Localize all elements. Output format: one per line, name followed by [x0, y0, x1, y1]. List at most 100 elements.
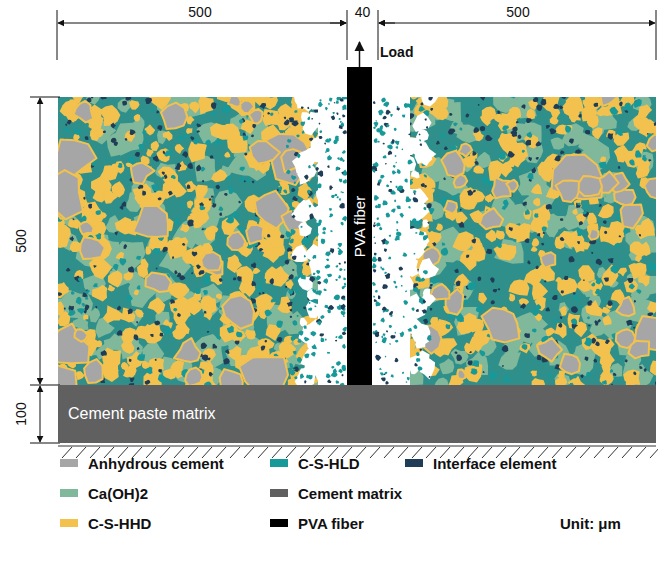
csh-ld [382, 307, 387, 312]
csh-ld [74, 129, 81, 135]
interface-element [502, 365, 504, 367]
interface-element [595, 342, 600, 347]
csh-ld [502, 125, 509, 130]
csh-ld [395, 340, 399, 343]
csh-ld [308, 307, 312, 310]
interface-element [464, 296, 467, 299]
interface-element [465, 114, 469, 118]
csh-ld [68, 309, 76, 316]
interface-element [560, 237, 565, 241]
csh-hd [221, 124, 240, 141]
csh-hd [533, 198, 540, 207]
csh-ld [525, 209, 530, 215]
interface-element [265, 340, 268, 342]
csh-hd [532, 378, 545, 385]
interface-element [277, 337, 282, 342]
csh-hd [559, 231, 577, 249]
csh-ld [288, 274, 293, 280]
csh-hd [464, 343, 476, 355]
csh-ld [416, 352, 420, 356]
interface-element [486, 249, 492, 254]
interface-element [175, 165, 181, 170]
interface-element [251, 135, 254, 138]
interface-element [580, 374, 583, 378]
anhydrous-cement [220, 369, 243, 385]
csh-hd [598, 204, 614, 218]
csh-hd [264, 229, 284, 248]
csh-hd [243, 281, 256, 297]
csh-ld [327, 155, 332, 160]
interface-element [560, 316, 563, 319]
interface-element [485, 135, 492, 141]
csh-ld [622, 262, 626, 266]
csh-hd [228, 255, 240, 267]
csh-ld [245, 178, 250, 182]
csh-ld [243, 135, 249, 141]
interface-element [430, 284, 433, 287]
calcium-hydroxide [614, 318, 626, 329]
csh-hd [138, 328, 154, 340]
csh-hd [211, 169, 228, 182]
interface-element [259, 293, 261, 295]
interface-element [284, 119, 290, 125]
csh-ld [573, 376, 577, 379]
csh-hd [545, 327, 556, 336]
anhydrous-cement [556, 181, 580, 203]
interface-element [474, 127, 480, 133]
interface-element [290, 316, 292, 318]
anhydrous-cement [58, 324, 89, 364]
csh-hd [95, 129, 104, 138]
csh-ld [303, 326, 307, 329]
csh-ld [376, 223, 380, 227]
interface-element [532, 167, 537, 173]
csh-hd [574, 199, 582, 208]
csh-ld [142, 130, 146, 134]
csh-hd [204, 226, 216, 241]
interface-element [155, 359, 157, 361]
csh-hd [129, 100, 140, 110]
csh-ld [380, 267, 382, 269]
interface-element [639, 234, 641, 236]
csh-ld [240, 176, 245, 181]
csh-ld [428, 208, 434, 214]
csh-ld [343, 298, 345, 300]
csh-hd [555, 376, 567, 385]
csh-hd [107, 285, 115, 292]
interface-element [64, 308, 66, 310]
interface-element [196, 264, 201, 269]
interface-element [289, 308, 292, 311]
interface-element [524, 333, 530, 338]
interface-element [136, 321, 138, 323]
calcium-hydroxide [434, 378, 449, 386]
interface-element [172, 256, 174, 259]
interface-element [198, 270, 204, 275]
interface-element [541, 243, 544, 246]
csh-hd [550, 117, 559, 125]
csh-hd [629, 263, 646, 280]
interface-element [537, 233, 540, 237]
csh-ld [399, 267, 404, 271]
csh-ld [383, 143, 385, 145]
interface-element [150, 334, 154, 337]
interface-element [432, 242, 436, 246]
anhydrous-cement [250, 141, 280, 164]
csh-ld [423, 235, 428, 240]
interface-element [85, 305, 90, 311]
interfacial-zone [295, 368, 316, 385]
csh-ld [422, 309, 427, 313]
csh-ld [415, 276, 421, 282]
interface-element [145, 98, 152, 104]
csh-ld [173, 308, 177, 312]
interface-element [289, 290, 294, 296]
csh-hd [123, 370, 132, 377]
csh-ld [228, 187, 234, 194]
anhydrous-cement [227, 232, 245, 250]
csh-hd [172, 329, 186, 339]
csh-ld [643, 149, 647, 152]
csh-hd [436, 224, 443, 231]
interface-element [546, 204, 552, 210]
csh-ld [318, 102, 323, 107]
interface-element [291, 188, 295, 192]
csh-ld [322, 231, 325, 234]
interfacial-zone [408, 254, 417, 261]
